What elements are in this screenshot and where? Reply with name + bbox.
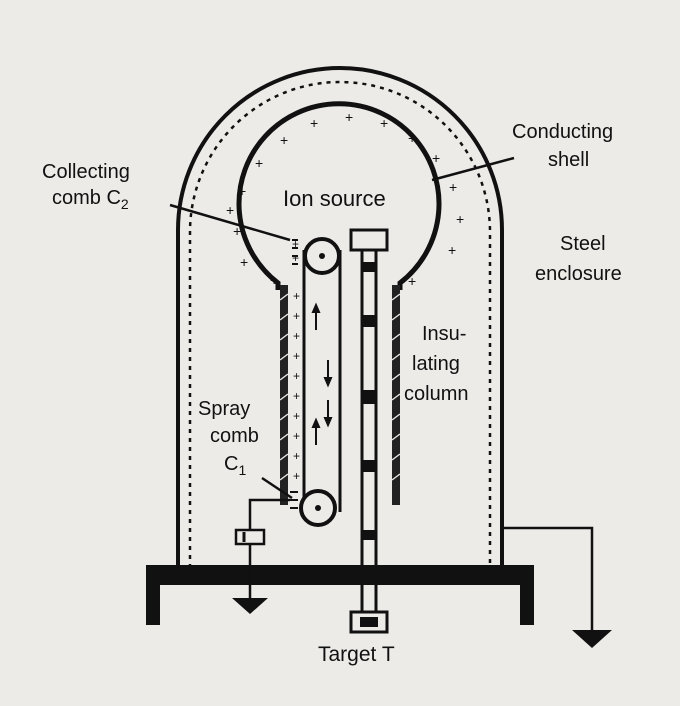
svg-text:+: + [448,242,456,258]
svg-text:+: + [449,179,457,195]
spray-comb-teeth [290,491,298,509]
dc-source [234,528,266,546]
collecting-comb-subscript: 2 [120,196,129,212]
enclosure-ground-wire [502,526,594,630]
ground-symbol-left [232,598,268,614]
svg-text:+: + [293,289,300,303]
belt-arrows [311,302,333,445]
svg-text:+: + [293,389,300,403]
base-plate [146,565,534,585]
lower-pulley-axle [315,505,321,511]
collecting-comb-teeth [292,239,298,265]
steel-enclosure-label-line2: enclosure [535,263,622,285]
insulating-column-label-line3: column [404,383,469,405]
svg-text:+: + [293,329,300,343]
spray-comb-label-line2: comb [210,425,259,447]
svg-text:+: + [280,132,288,148]
right-column [392,285,400,505]
insulating-column-label-line1: Insu- [422,323,467,345]
svg-text:+: + [233,223,241,239]
svg-text:+: + [408,273,416,289]
svg-text:+: + [293,469,300,483]
svg-text:+: + [293,429,300,443]
base-leg-left [146,565,160,625]
svg-text:+: + [255,155,263,171]
svg-text:+: + [432,150,440,166]
svg-text:+: + [293,449,300,463]
svg-text:+: + [293,349,300,363]
svg-text:+: + [292,251,299,265]
spray-comb-label-line1: Spray [198,398,251,420]
base-leg-right [520,565,534,625]
collecting-comb-label-line1: Collecting [42,161,130,183]
svg-text:+: + [238,183,246,199]
target-label: Target T [318,643,395,666]
upper-pulley-axle [319,253,325,259]
steel-enclosure-outer [176,66,504,568]
svg-text:+: + [456,211,464,227]
svg-text:+: + [293,409,300,423]
steel-enclosure-label-line1: Steel [560,233,606,255]
belt-charges: +++ +++ +++ +++ [292,237,300,483]
shell-charges: ++ ++ ++ ++ ++ ++ ++ ++ [226,109,464,289]
tube-rings [362,262,376,540]
svg-text:+: + [408,130,416,146]
svg-text:+: + [345,109,353,125]
ion-source-label: Ion source [283,186,386,211]
spray-comb-subscript: 1 [238,462,247,478]
collecting-comb-leader [169,203,291,242]
ion-source-box [349,228,389,252]
svg-text:+: + [293,369,300,383]
acceleration-tube [360,248,378,614]
conducting-shell [236,101,442,290]
left-column [280,285,288,505]
svg-text:+: + [310,115,318,131]
svg-text:+: + [380,115,388,131]
svg-text:+: + [293,309,300,323]
target-fill [360,617,378,627]
spray-ground-wire [248,498,290,530]
left-column-hatch [279,293,289,481]
collecting-comb-label-line2: comb C2 [52,187,129,212]
conducting-shell-leader [431,156,515,182]
conducting-shell-label-line2: shell [548,149,590,171]
conducting-shell-label-line1: Conducting [512,121,614,143]
spray-comb-leader [261,476,293,500]
right-column-hatch [391,293,401,481]
svg-text:+: + [240,254,248,270]
svg-text:+: + [292,237,299,251]
spray-comb-label-line3: C1 [224,453,247,478]
svg-text:+: + [226,202,234,218]
insulating-column-label-line2: lating [412,353,460,375]
svg-text:+: + [270,272,278,288]
ground-symbol-right [572,630,612,648]
